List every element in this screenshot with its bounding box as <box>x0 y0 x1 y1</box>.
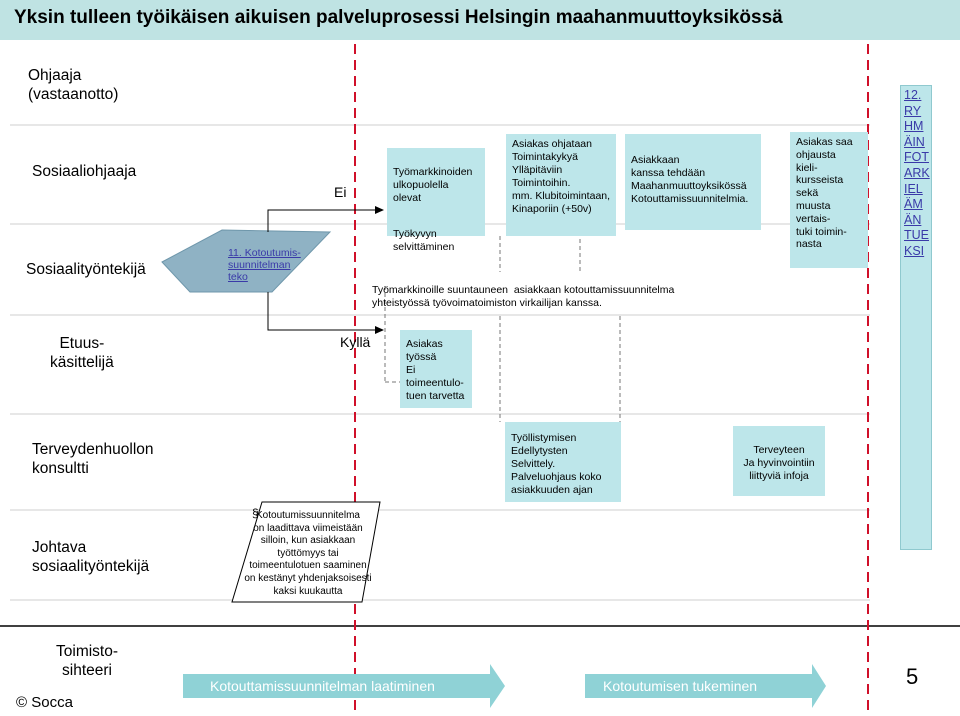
arrow-laatiminen <box>183 664 505 708</box>
role-toimistosihteeri-label: Toimisto- sihteeri <box>56 643 119 679</box>
role-terveydenhuolto-label: Terveydenhuollon konsultti <box>32 441 154 477</box>
role-sosiaaliohjaaja-label: Sosiaaliohjaaja <box>32 163 137 180</box>
role-terveydenhuolto: Terveydenhuollon konsultti <box>32 440 154 478</box>
box-kielikurssi: Asiakas saa ohjausta kieli- kursseista s… <box>790 132 868 268</box>
role-ohjaaja-label: Ohjaaja (vastaanotto) <box>28 67 119 103</box>
work-market-text: Työmarkkinoille suuntauneen asiakkaan ko… <box>372 284 675 309</box>
box-terveys-text: Terveyteen Ja hyvinvointiin liittyviä in… <box>743 444 815 482</box>
box-ulkopuoliset-group: Työmarkkinoiden ulkopuolella olevat <box>387 148 485 236</box>
box-tyollistyminen: Työllistymisen Edellytysten Selvittely. … <box>505 422 621 502</box>
box-ulkopuoliset: Työmarkkinoiden ulkopuolella olevat <box>393 166 473 204</box>
copyright: © Socca <box>16 694 73 711</box>
decision-shape <box>161 229 332 293</box>
note-shape <box>231 501 381 603</box>
page-title: Yksin tulleen työikäisen aikuisen palvel… <box>14 7 783 28</box>
page-number: 5 <box>906 664 919 689</box>
connector-kylla <box>267 292 375 331</box>
role-sosiaalityontekija-label: Sosiaalityöntekijä <box>26 261 146 278</box>
box-kotouttaminen-text: Asiakkaan kanssa tehdään Maahanmuuttoyks… <box>631 154 749 205</box>
note-text: Kotoutumissuunnitelma on laadittava viim… <box>244 510 372 597</box>
arrow-tukeminen <box>585 664 826 708</box>
arrow-head <box>375 206 384 214</box>
box-ryhmainfot <box>900 85 932 550</box>
title-bar <box>0 0 960 40</box>
decision-label: 11. Kotoutumis- suunnitelman teko <box>228 247 301 283</box>
role-sosiaaliohjaaja: Sosiaaliohjaaja <box>32 162 136 181</box>
arrow-tukeminen-label: Kotoutumisen tukeminen <box>603 678 758 694</box>
box-tyokyky-text: Työkyvyn selvittäminen <box>393 228 455 253</box>
box-toimintakyky: Asiakas ohjataan Toimintakykyä Ylläpitäv… <box>506 134 616 236</box>
box-tyokyky: Työkyvyn selvittäminen <box>387 222 485 272</box>
role-etuuskasittelija: Etuus- käsittelijä <box>50 334 114 372</box>
role-etuuskasittelija-label: Etuus- käsittelijä <box>50 335 114 371</box>
box-tyollistyminen-text: Työllistymisen Edellytysten Selvittely. … <box>511 432 602 496</box>
box-ryhmainfot-text: 12. RYHMÄINFOT ARKIELÄMÄN TUEKSI <box>904 88 930 258</box>
box-kielikurssi-text: Asiakas saa ohjausta kieli- kursseista s… <box>796 136 853 251</box>
note-section-icon: § <box>252 506 259 520</box>
decision-yes-label: Kyllä <box>340 334 371 350</box>
arrow-head <box>375 326 384 334</box>
box-kotouttaminen: Asiakkaan kanssa tehdään Maahanmuuttoyks… <box>625 134 761 230</box>
box-terveys: Terveyteen Ja hyvinvointiin liittyviä in… <box>733 426 825 496</box>
connector-ei <box>267 209 375 232</box>
box-tyossa-text: Asiakas työssä Ei toimeentulo- tuen tarv… <box>406 338 465 402</box>
box-toimintakyky-text: Asiakas ohjataan Toimintakykyä Ylläpitäv… <box>512 138 611 215</box>
role-toimistosihteeri: Toimisto- sihteeri <box>56 642 118 680</box>
arrow-laatiminen-label: Kotouttamissuunnitelman laatiminen <box>210 678 435 694</box>
box-tyossa: Asiakas työssä Ei toimeentulo- tuen tarv… <box>400 330 472 408</box>
role-ohjaaja: Ohjaaja (vastaanotto) <box>28 66 118 104</box>
role-johtava: Johtava sosiaalityöntekijä <box>32 538 149 576</box>
role-johtava-label: Johtava sosiaalityöntekijä <box>32 539 150 575</box>
decision-no-label: Ei <box>334 184 347 200</box>
role-sosiaalityontekija: Sosiaalityöntekijä <box>26 260 146 279</box>
